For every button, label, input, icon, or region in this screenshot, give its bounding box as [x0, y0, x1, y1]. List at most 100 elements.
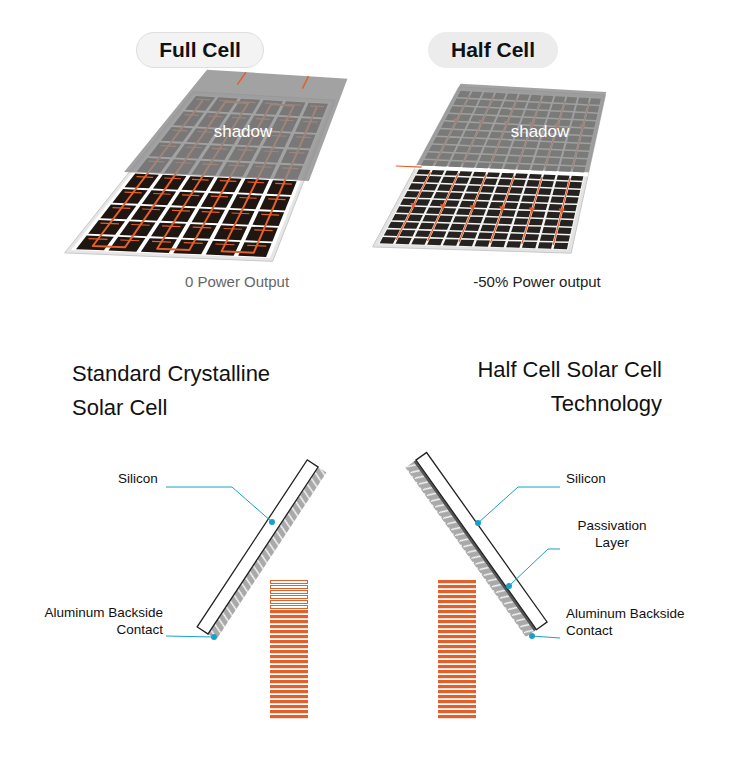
current-arrow — [499, 206, 505, 212]
half-cell — [384, 229, 400, 236]
leader-line — [509, 549, 560, 586]
current-bar — [438, 715, 476, 718]
half-cell — [506, 195, 520, 202]
half-cell — [419, 191, 434, 198]
cell-ribbon — [193, 227, 211, 229]
half-cell — [441, 177, 456, 184]
current-bar — [270, 670, 308, 673]
current-bar — [270, 615, 308, 618]
half-cell — [423, 184, 438, 191]
current-bar — [438, 580, 476, 583]
leader-dot — [211, 634, 217, 640]
half-cell — [427, 239, 443, 246]
half-cell — [411, 238, 427, 245]
half-cell — [538, 188, 552, 195]
half-cell — [486, 210, 501, 217]
half-cell — [559, 220, 573, 227]
current-bar-empty — [271, 601, 308, 604]
current-bar-empty — [271, 591, 308, 594]
current-bar — [438, 705, 476, 708]
current-bar — [270, 695, 308, 698]
half-cell — [490, 241, 505, 248]
current-bar — [438, 650, 476, 653]
current-bars — [270, 581, 308, 719]
section-title: Standard Crystalline Solar Cell — [72, 357, 327, 425]
cell-ribbon — [254, 229, 272, 231]
cell-ribbon — [120, 239, 139, 241]
half-cell — [471, 209, 486, 216]
half-cell — [527, 226, 542, 233]
current-bar-empty — [271, 581, 308, 584]
half-cell — [445, 200, 460, 207]
current-mark — [237, 72, 246, 84]
cell-ribbon — [137, 176, 154, 178]
cell-ribbon — [275, 183, 292, 185]
current-bar — [270, 690, 308, 693]
half-cell — [426, 207, 441, 214]
current-bar — [270, 640, 308, 643]
half-cell — [463, 193, 478, 200]
current-path — [428, 173, 459, 241]
output-note: -50% Power output — [473, 272, 601, 291]
cell-ribbon — [125, 192, 142, 194]
half-cell — [449, 224, 464, 231]
current-bars — [438, 580, 476, 718]
current-bar — [270, 675, 308, 678]
cell-ribbon — [142, 208, 160, 210]
silicon-layer — [197, 460, 318, 634]
cell-ribbon — [211, 196, 228, 198]
half-cell — [569, 182, 582, 189]
current-bar — [438, 610, 476, 613]
current-bar — [438, 710, 476, 713]
current-bar — [270, 635, 308, 638]
cell-ribbon — [162, 225, 180, 227]
current-path — [490, 176, 514, 243]
current-bar — [270, 610, 308, 613]
part-label: Aluminum Backside Contact — [35, 604, 163, 638]
cell-ribbon — [152, 241, 171, 243]
current-bar — [438, 635, 476, 638]
leader-line — [532, 636, 560, 638]
aluminum-layer — [405, 462, 534, 637]
current-bar — [270, 710, 308, 713]
current-bar — [270, 715, 308, 718]
cell-ribbon — [192, 179, 209, 181]
half-cell — [514, 218, 529, 225]
half-cell — [483, 217, 498, 224]
half-cell — [399, 230, 415, 237]
current-bar — [438, 640, 476, 643]
half-cell — [452, 185, 467, 192]
half-cell — [456, 208, 471, 215]
leader-dot — [269, 519, 275, 525]
leader-dot — [475, 520, 481, 526]
split-mark — [396, 166, 608, 175]
current-bar-empty — [271, 586, 308, 589]
current-path — [553, 178, 570, 245]
half-cell — [415, 230, 431, 237]
current-arrow — [410, 203, 416, 209]
current-bar — [438, 660, 476, 663]
half-cell — [540, 181, 554, 188]
current-arrow — [470, 205, 476, 211]
half-cell — [495, 187, 509, 194]
half-cell — [462, 232, 477, 239]
half-cell — [561, 212, 575, 219]
current-mark — [302, 76, 308, 88]
half-cell — [469, 178, 483, 185]
current-bar — [270, 680, 308, 683]
silicon-layer — [416, 452, 547, 629]
half-cell — [567, 189, 580, 196]
shadow-label: shadow — [511, 121, 570, 142]
pill-label: Full Cell — [159, 38, 241, 62]
half-cell — [533, 204, 547, 211]
half-cell — [388, 222, 404, 229]
current-bar — [270, 700, 308, 703]
cell-ribbon — [164, 177, 181, 179]
half-cell — [422, 215, 438, 222]
half-cell — [407, 215, 423, 222]
current-bar — [438, 615, 476, 618]
half-cell — [408, 183, 423, 190]
shadow-label: shadow — [214, 121, 273, 142]
aluminum-layer — [208, 467, 326, 639]
half-cell — [419, 223, 435, 230]
